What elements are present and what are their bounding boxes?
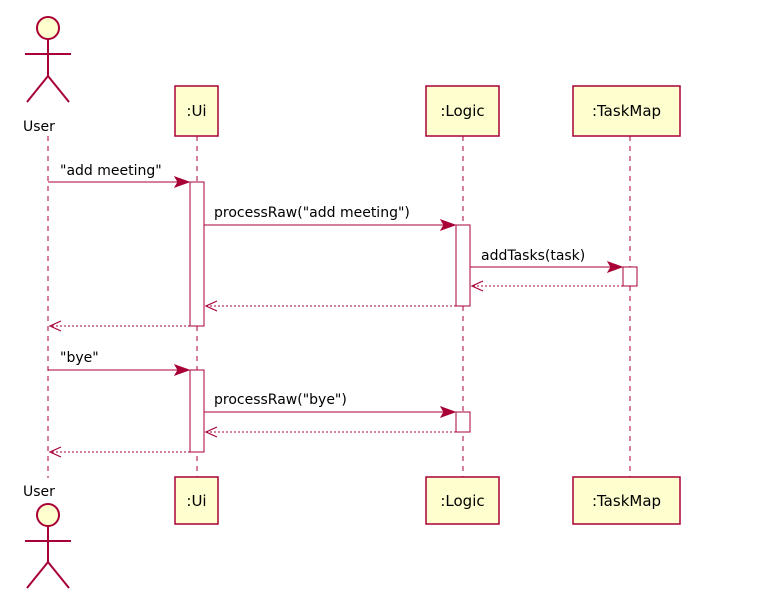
arrowhead — [439, 219, 457, 231]
actor-user-bottom — [25, 503, 71, 589]
return-taskmap-to-logic — [470, 280, 623, 292]
return-logic-to-ui-2 — [204, 426, 456, 438]
activation-ui-2 — [189, 369, 205, 453]
activation-logic-1 — [455, 224, 471, 307]
participant-ui-bottom: :Ui — [186, 492, 206, 510]
message-label-5: processRaw("bye") — [214, 392, 347, 408]
actor-head — [36, 503, 60, 527]
participant-box-logic-top — [425, 85, 500, 137]
participant-box-ui-bottom — [174, 476, 219, 525]
arrowhead — [173, 176, 191, 188]
activation-taskmap-1 — [622, 266, 638, 287]
arrowhead — [204, 426, 218, 438]
message-addtasks — [470, 261, 624, 273]
arrowhead — [606, 261, 624, 273]
return-ui-to-user-2 — [48, 446, 190, 458]
arrowhead — [204, 300, 218, 312]
arrowhead — [48, 320, 62, 332]
participant-logic-bottom: :Logic — [440, 492, 484, 510]
actor-label-top: User — [23, 119, 55, 135]
arrowhead — [48, 446, 62, 458]
message-label-2: processRaw("add meeting") — [214, 205, 410, 221]
return-ui-to-user-1 — [48, 320, 190, 332]
participant-box-taskmap-bottom — [572, 476, 681, 525]
actor-label-bottom: User — [23, 484, 55, 500]
arrowhead — [470, 280, 484, 292]
participant-taskmap-top: :TaskMap — [592, 102, 661, 120]
message-processraw-add-meeting — [204, 219, 457, 231]
actor-head — [36, 16, 60, 40]
message-label-3: addTasks(task) — [481, 248, 585, 264]
message-add-meeting — [48, 176, 191, 188]
participant-box-ui-top — [174, 85, 219, 137]
message-label-1: "add meeting" — [60, 163, 162, 179]
activation-ui-1 — [189, 181, 205, 327]
participant-logic-top: :Logic — [440, 102, 484, 120]
participant-box-logic-bottom — [425, 476, 500, 525]
arrowhead — [439, 406, 457, 418]
message-processraw-bye — [204, 406, 457, 418]
arrowhead — [173, 364, 191, 376]
return-logic-to-ui — [204, 300, 456, 312]
participant-box-taskmap-top — [572, 85, 681, 137]
activation-logic-2 — [455, 411, 471, 433]
participant-taskmap-bottom: :TaskMap — [592, 492, 661, 510]
participant-ui-top: :Ui — [186, 102, 206, 120]
message-bye — [48, 364, 191, 376]
message-label-4: "bye" — [60, 350, 99, 366]
actor-user-top — [25, 16, 71, 103]
